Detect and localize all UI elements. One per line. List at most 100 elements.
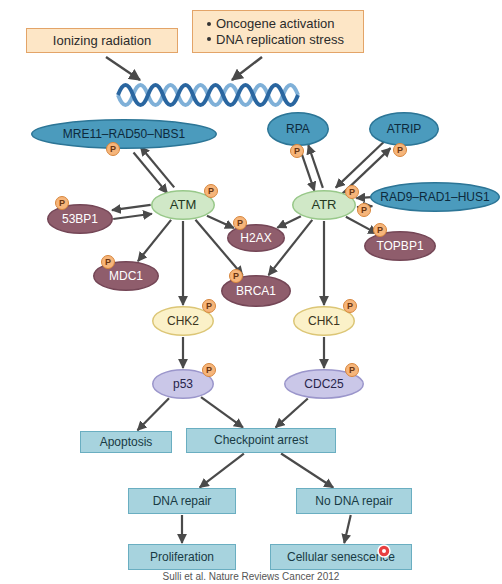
node-label: Oncogene activation — [216, 16, 335, 32]
bullet-dot — [207, 37, 211, 41]
activation-arrow — [277, 216, 301, 227]
damage-source: Ionizing radiation — [26, 28, 178, 53]
text-row: RPA — [286, 122, 310, 136]
activation-arrow — [200, 454, 244, 488]
node-text-group: RAD9–RAD1–HUS1 — [380, 190, 489, 204]
text-row: No DNA repair — [315, 494, 392, 508]
node-label: 53BP1 — [62, 212, 98, 226]
text-row: BRCA1 — [236, 284, 276, 298]
activation-arrow — [138, 398, 169, 430]
dna-strand — [118, 85, 298, 105]
node-outline — [32, 120, 217, 149]
activation-arrow — [140, 147, 174, 188]
node-label: CHK2 — [167, 314, 199, 328]
node-text-group: Apoptosis — [100, 435, 153, 449]
sensor-complex: RPA — [267, 112, 329, 146]
text-row: Cellular senescence — [287, 550, 395, 564]
outcome-box: DNA repair — [128, 488, 236, 514]
activation-arrow — [281, 454, 333, 488]
phospho-tag: P — [106, 142, 120, 156]
node-outline — [268, 113, 329, 146]
node-label: Proliferation — [150, 550, 214, 564]
sensor-complex: ATRIP — [369, 112, 439, 146]
node-text-group: Checkpoint arrest — [214, 433, 308, 447]
node-outline — [370, 113, 439, 146]
text-row: DNA repair — [153, 494, 212, 508]
text-row: ATRIP — [387, 122, 421, 136]
node-text-group: MDC1 — [109, 269, 143, 283]
phospho-tag: P — [101, 255, 115, 269]
node-text-group: p53 — [173, 377, 193, 391]
text-row: TOPBP1 — [376, 239, 423, 253]
activation-arrow — [181, 515, 183, 543]
node-label: ATR — [311, 197, 336, 212]
text-row: CHK2 — [167, 314, 199, 328]
node-text-group: ATM — [170, 197, 196, 213]
node-label: No DNA repair — [315, 494, 392, 508]
node-label: Cellular senescence — [287, 550, 395, 564]
node-label: RAD9–RAD1–HUS1 — [380, 190, 489, 204]
activation-arrow — [112, 205, 151, 210]
activation-arrow — [308, 145, 323, 188]
activation-arrow — [344, 515, 351, 543]
phospho-tag: P — [393, 143, 407, 157]
activation-arrow — [323, 337, 325, 368]
node-label: ATRIP — [387, 122, 421, 136]
phospho-tag: P — [373, 223, 387, 237]
node-text-group: TOPBP1 — [376, 239, 423, 253]
node-label: Ionizing radiation — [53, 33, 151, 48]
outcome-box: Cellular senescence — [270, 544, 412, 570]
text-row: H2AX — [240, 231, 271, 245]
damage-arrow — [106, 57, 140, 80]
phospho-tag: P — [345, 363, 359, 377]
text-row: Oncogene activation — [207, 16, 335, 32]
outcome-box: Checkpoint arrest — [186, 428, 336, 453]
damage-arrow — [232, 57, 262, 80]
node-text-group: ATR — [311, 197, 336, 213]
text-row: ATM — [170, 197, 196, 213]
node-text-group: Oncogene activationDNA replication stres… — [207, 16, 344, 47]
text-row: DNA replication stress — [207, 32, 344, 48]
text-row: Apoptosis — [100, 435, 153, 449]
text-row: CHK1 — [308, 314, 340, 328]
activation-arrow — [207, 216, 234, 228]
damage-source: Oncogene activationDNA replication stres… — [192, 10, 364, 53]
node-label: H2AX — [240, 231, 271, 245]
node-text-group: BRCA1 — [236, 284, 276, 298]
text-row: Proliferation — [150, 550, 214, 564]
text-row: p53 — [173, 377, 193, 391]
sensor-complex: RAD9–RAD1–HUS1 — [370, 182, 500, 212]
activation-arrow — [201, 397, 243, 427]
phospho-tag: P — [357, 203, 371, 217]
node-label: TOPBP1 — [376, 239, 423, 253]
activation-arrow — [182, 221, 184, 305]
phospho-tag: P — [202, 299, 216, 313]
text-row: RAD9–RAD1–HUS1 — [380, 190, 489, 204]
node-label: DNA repair — [153, 494, 212, 508]
node-label: Checkpoint arrest — [214, 433, 308, 447]
node-label: BRCA1 — [236, 284, 276, 298]
phospho-tag: P — [202, 363, 216, 377]
activation-arrow — [323, 221, 325, 305]
activation-arrow — [336, 142, 384, 188]
node-text-group: Ionizing radiation — [53, 33, 151, 49]
figure-caption: Sulli et al. Nature Reviews Cancer 2012 — [0, 571, 502, 582]
phospho-tag: P — [204, 184, 218, 198]
outcome-box: No DNA repair — [296, 488, 412, 514]
node-label: CDC25 — [304, 377, 343, 391]
node-label: DNA replication stress — [216, 32, 344, 48]
node-text-group: MRE11–RAD50–NBS1 — [63, 127, 186, 141]
bullet-dot — [207, 22, 211, 26]
phospho-tag: P — [345, 185, 359, 199]
node-text-group: Cellular senescence — [287, 550, 395, 564]
node-outline — [371, 183, 500, 212]
node-text-group: CHK1 — [308, 314, 340, 328]
sensor-complex: MRE11–RAD50–NBS1 — [31, 119, 217, 149]
node-text-group: RPA — [286, 122, 310, 136]
node-text-group: Proliferation — [150, 550, 214, 564]
text-row: Checkpoint arrest — [214, 433, 308, 447]
node-label: MDC1 — [109, 269, 143, 283]
node-label: Apoptosis — [100, 435, 153, 449]
node-text-group: CDC25 — [304, 377, 343, 391]
